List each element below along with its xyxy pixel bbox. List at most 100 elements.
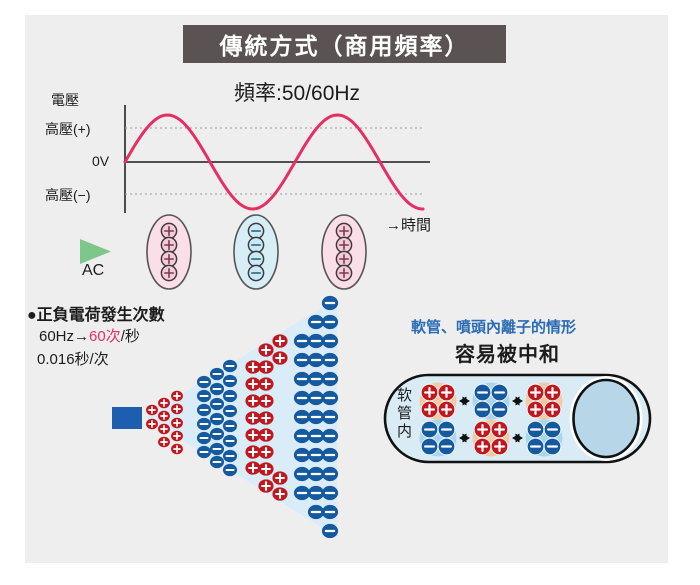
sine-wave: [123, 113, 425, 211]
plus-icon: [424, 404, 435, 415]
negative-ion: [321, 314, 339, 330]
negative-ion: [307, 333, 325, 349]
plus-icon: [261, 430, 271, 440]
negative-ion: [222, 434, 238, 448]
negative-ion: [321, 390, 339, 406]
plus-icon: [338, 267, 350, 279]
plus-icon: [248, 413, 258, 423]
positive-charge-oval: [321, 214, 367, 290]
plus-icon: [275, 489, 285, 499]
negative-ion: [209, 412, 225, 426]
positive-ion: [245, 377, 261, 391]
negative-ion: [321, 409, 339, 425]
positive-ion: [272, 351, 288, 365]
positive-ion-cluster: [525, 382, 563, 420]
negative-ion-cluster: [419, 419, 457, 457]
plus-icon: [494, 441, 505, 452]
positive-charge-oval: [146, 214, 192, 290]
plus-icon: [173, 445, 181, 453]
hose-section-heading: 軟管、噴頭內離子的情形: [411, 319, 577, 336]
positive-ion: [258, 360, 274, 374]
negative-ion: [293, 466, 311, 482]
plus-icon: [173, 432, 181, 440]
plus-icon: [160, 425, 168, 433]
negative-ion: [222, 449, 238, 463]
plus-icon: [275, 353, 285, 363]
positive-ion: [158, 397, 170, 409]
negative-ion: [222, 359, 238, 373]
charge-rate-line: 60Hz→60次/秒: [39, 325, 140, 346]
positive-ion: [245, 411, 261, 425]
inside-hose-label: 软管内: [395, 387, 412, 441]
positive-ion: [272, 471, 288, 485]
positive-ion: [258, 428, 274, 442]
negative-ion: [321, 333, 339, 349]
plus-icon: [261, 379, 271, 389]
plus-icon: [248, 463, 258, 473]
negative-charge-oval: [233, 214, 279, 290]
negative-ion: [307, 352, 325, 368]
spray-cone: [145, 298, 337, 537]
negative-ion: [196, 403, 212, 417]
negative-ion: [321, 504, 339, 520]
negative-ion: [222, 463, 238, 477]
positive-ion: [272, 487, 288, 501]
negative-ion: [293, 390, 311, 406]
positive-ion: [158, 410, 170, 422]
negative-ion: [293, 352, 311, 368]
positive-ion: [171, 403, 183, 415]
positive-ion: [258, 377, 274, 391]
plus-icon: [160, 412, 168, 420]
negative-ion: [321, 466, 339, 482]
plus-icon: [261, 447, 271, 457]
negative-ion: [307, 428, 325, 444]
positive-ion: [245, 445, 261, 459]
negative-ion: [209, 397, 225, 411]
ac-label: AC: [82, 262, 105, 279]
positive-ion: [258, 411, 274, 425]
plus-icon: [164, 226, 174, 236]
positive-ion: [171, 417, 183, 429]
plus-icon: [248, 362, 258, 372]
positive-ion: [245, 394, 261, 408]
waveform-chart: [123, 105, 430, 213]
positive-ion: [258, 462, 274, 476]
negative-ion: [321, 295, 339, 311]
negative-ion: [196, 389, 212, 403]
plus-icon: [173, 419, 181, 427]
charge-count-heading: ●正負電荷發生次數: [27, 307, 165, 324]
plus-icon: [261, 362, 271, 372]
positive-ion-cluster: [419, 382, 457, 420]
plus-icon: [441, 387, 452, 398]
positive-ion: [171, 390, 183, 402]
plus-icon: [424, 387, 435, 398]
positive-ion: [245, 461, 261, 475]
negative-ion: [209, 455, 225, 469]
plus-icon: [338, 254, 350, 265]
plus-icon: [275, 336, 285, 346]
negative-ion: [321, 485, 339, 501]
plus-icon: [261, 345, 271, 355]
negative-ion: [196, 431, 212, 445]
negative-ion: [209, 442, 225, 456]
negative-ion: [293, 428, 311, 444]
y-axis-label: 電壓: [51, 92, 79, 108]
negative-ion: [307, 447, 325, 463]
negative-ion: [307, 409, 325, 425]
negative-ion-cluster: [472, 382, 510, 420]
page-title: 傳統方式（商用頻率）: [219, 33, 470, 59]
plus-icon: [160, 438, 168, 446]
plus-icon: [546, 387, 559, 398]
negative-ion: [321, 523, 339, 539]
positive-ion: [146, 418, 158, 430]
negative-ion: [196, 375, 212, 389]
plus-icon: [477, 424, 488, 435]
negative-ion: [209, 427, 225, 441]
plus-icon: [494, 424, 505, 435]
negative-ion: [321, 371, 339, 387]
plus-icon: [248, 396, 258, 406]
rate-highlight: 60次: [89, 328, 121, 345]
plus-icon: [248, 379, 258, 389]
plus-icon: [173, 405, 181, 413]
